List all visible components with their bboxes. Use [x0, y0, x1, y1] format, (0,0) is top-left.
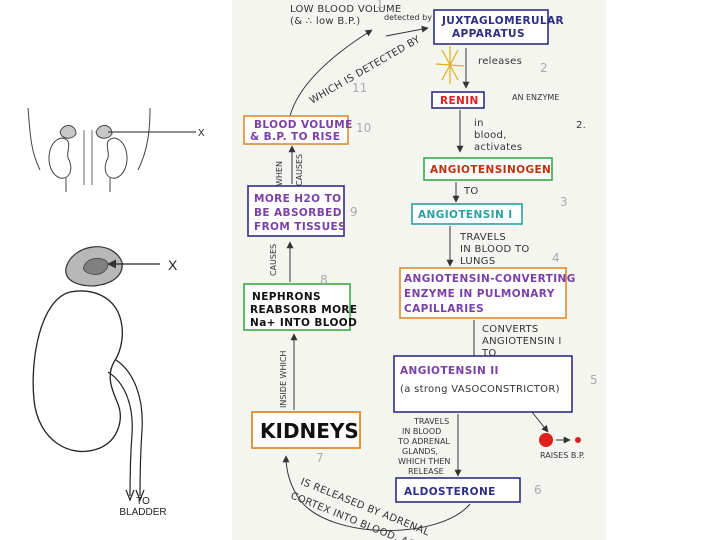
angiotensin-1-label: ANGIOTENSIN I — [418, 209, 513, 221]
step-number-3: 3 — [560, 195, 568, 209]
travels-lungs-line2: IN BLOOD TO — [460, 244, 530, 255]
travels-adrenal-line6: RELEASE — [408, 467, 444, 476]
ace-label-line3: CAPILLARIES — [404, 303, 484, 315]
small-adrenal-left — [60, 125, 76, 138]
in-blood-line3: activates — [474, 142, 522, 153]
big-kidney — [33, 291, 122, 451]
releases-label: releases — [478, 56, 522, 67]
spine-outline — [84, 130, 92, 185]
inside-which-label: INSIDE WHICH — [279, 351, 288, 408]
jga-label-line1: JUXTAGLOMERULAR — [441, 15, 564, 27]
step-number-4: 4 — [552, 251, 560, 265]
travels-adrenal-line3: TO ADRENAL — [397, 437, 450, 446]
jga-label-line2: APPARATUS — [452, 28, 525, 40]
renin-note: AN ENZYME — [512, 93, 559, 102]
travels-adrenal-line4: GLANDS, — [402, 447, 438, 456]
step-number-5: 5 — [590, 373, 598, 387]
step-number-11: 11 — [352, 81, 367, 95]
small-bp-dot — [575, 437, 581, 443]
converts-line1: CONVERTS — [482, 324, 539, 335]
volume-label-line1: BLOOD VOLUME — [254, 119, 353, 131]
torso-outline — [28, 108, 150, 170]
angiotensinogen-label: ANGIOTENSINOGEN — [430, 164, 551, 176]
when-causes-line1: WHEN — [275, 161, 284, 186]
angiotensin-2-label: ANGIOTENSIN II — [400, 365, 499, 377]
in-blood-line1: in — [474, 118, 484, 129]
when-causes-line2: CAUSES — [295, 154, 304, 186]
step-number-6: 6 — [534, 483, 542, 497]
water-label-line1: MORE H2O TO — [254, 193, 341, 205]
small-kidney-right — [105, 138, 127, 178]
travels-adrenal-line1: TRAVELS — [413, 417, 449, 426]
step-number-8: 8 — [320, 273, 328, 287]
nephrons-label-line2: REABSORB MORE — [250, 304, 357, 316]
causes-label: CAUSES — [269, 244, 278, 276]
trigger-line2: (& ∴ low B.P.) — [290, 16, 360, 27]
step-number-1: 1 — [376, 0, 384, 11]
step-number-7: 7 — [316, 451, 324, 465]
travels-lungs-line3: LUNGS — [460, 256, 495, 267]
x-label-kidney: X — [168, 257, 178, 273]
step-number-9: 9 — [350, 205, 358, 219]
volume-label-line2: & B.P. TO RISE — [250, 131, 340, 143]
converts-line2: ANGIOTENSIN I — [482, 336, 562, 347]
anatomy-panel: X X TO BLADDER — [28, 108, 205, 518]
travels-adrenal-line2: IN BLOOD — [402, 427, 441, 436]
step-number-2: 2 — [540, 61, 548, 75]
kidneys-label: KIDNEYS — [260, 419, 359, 443]
page-number: 2. — [576, 120, 586, 131]
water-label-line2: BE ABSORBED — [254, 207, 342, 219]
travels-lungs-line1: TRAVELS — [459, 232, 506, 243]
small-kidney-left — [49, 138, 71, 178]
travels-adrenal-line5: WHICH THEN — [398, 457, 450, 466]
bladder-label-line1: TO — [136, 496, 150, 507]
ace-label-line1: ANGIOTENSIN-CONVERTING — [404, 273, 576, 285]
in-blood-line2: blood, — [474, 130, 507, 141]
water-label-line3: FROM TISSUES — [254, 221, 346, 233]
nephrons-label-line1: NEPHRONS — [252, 291, 321, 303]
ace-label-line2: ENZYME IN PULMONARY — [404, 288, 555, 300]
large-bp-dot — [539, 433, 553, 447]
detected-by-label: detected by — [384, 13, 432, 22]
x-label-top: X — [198, 128, 205, 139]
nephrons-label-line3: Na+ INTO BLOOD — [250, 317, 357, 329]
step-number-10: 10 — [356, 121, 371, 135]
aldosterone-label: ALDOSTERONE — [404, 486, 496, 498]
renin-label: RENIN — [440, 95, 479, 107]
bladder-label-line2: BLADDER — [119, 507, 166, 518]
to-label-1: TO — [463, 186, 479, 197]
raises-bp-label: RAISES B.P. — [540, 451, 585, 460]
angiotensin-2-note: (a strong VASOCONSTRICTOR) — [400, 384, 560, 395]
